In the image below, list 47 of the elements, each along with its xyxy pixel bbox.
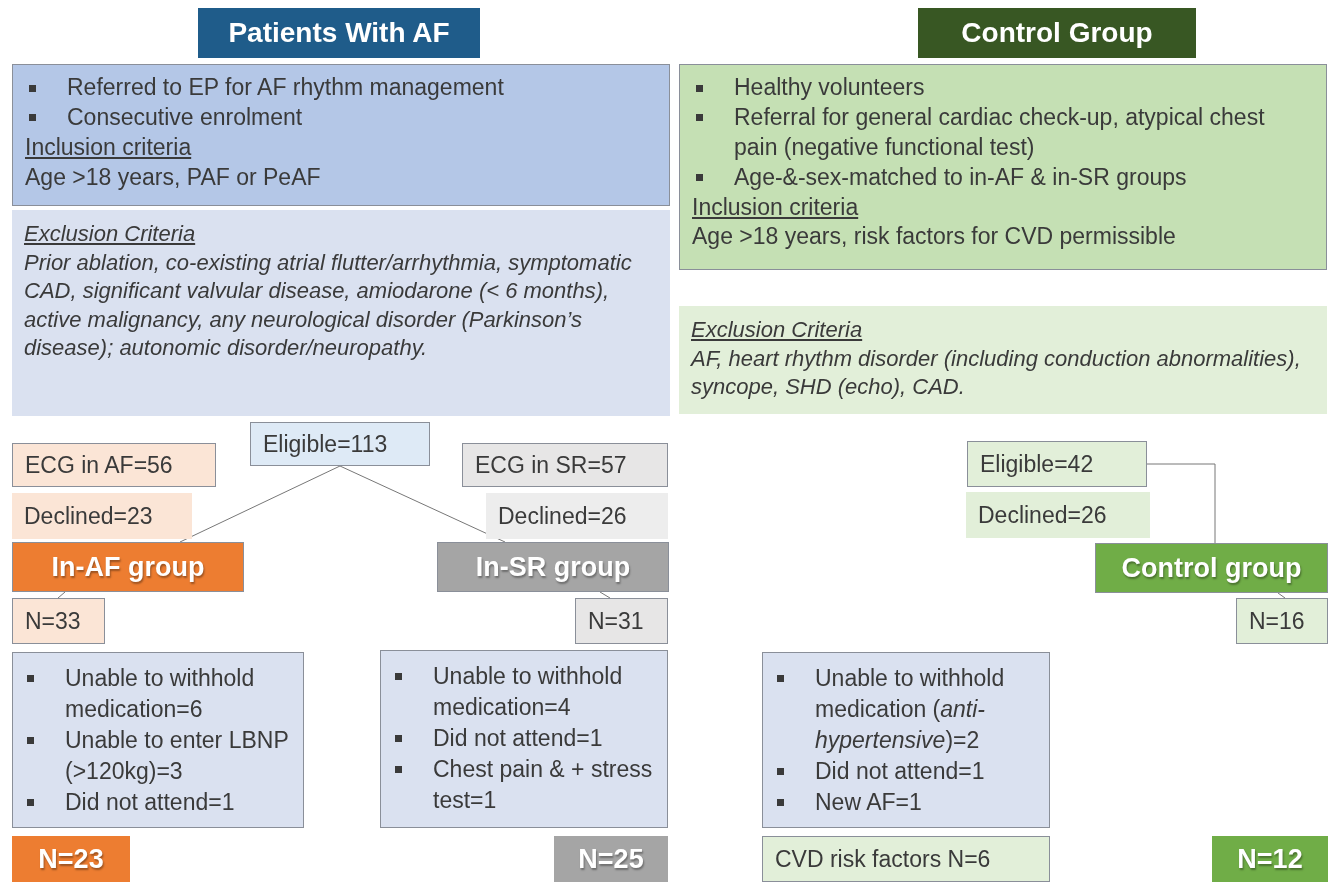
count-box: ECG in AF=56 [12, 443, 216, 487]
bullet-item: Referral for general cardiac check-up, atypical chest pain (negative functional test) [692, 102, 1314, 163]
count-box: N=16 [1236, 598, 1328, 644]
count-box: Declined=23 [12, 493, 192, 539]
bullet-item: Age-&-sex-matched to in-AF & in-SR groups [692, 162, 1314, 193]
bullet-item: Unable to withhold medication=4 [391, 661, 657, 724]
count-box: Eligible=113 [250, 422, 430, 466]
bullet-item: Unable to enter LBNP (>120kg)=3 [23, 725, 293, 788]
body-text: Age >18 years, risk factors for CVD permissible [692, 222, 1177, 252]
group-header: Patients With AF [198, 8, 480, 58]
connector-line [599, 591, 611, 599]
bullet-item: Consecutive enrolment [25, 102, 657, 133]
connector-line [57, 591, 66, 599]
count-box: N=33 [12, 598, 105, 644]
count-box: Declined=26 [486, 493, 668, 539]
section-heading: Exclusion Criteria [24, 220, 197, 248]
count-box: CVD risk factors N=6 [762, 836, 1050, 882]
count-box: Declined=26 [966, 492, 1150, 538]
body-text: Prior ablation, co-existing atrial flutter/arrhythmia, symptomatic CAD, significant valvular disease, amiodarone (< 6 months), active malignancy, any neurological disorder (Parkinson’s disease); autonomic disorder/neuropathy. [24, 248, 633, 363]
count-box: N=31 [575, 598, 668, 644]
group-box: In-SR group [437, 542, 669, 592]
group-box: Control group [1095, 543, 1328, 593]
connector-line [339, 465, 506, 543]
count-box: Eligible=42 [967, 441, 1147, 487]
bullet-item: Healthy volunteers [692, 73, 1314, 103]
group-box: N=23 [12, 836, 130, 882]
bullet-item: New AF=1 [773, 787, 1039, 819]
group-box: N=25 [554, 836, 668, 882]
group-box: In-AF group [12, 542, 244, 592]
count-box: ECG in SR=57 [462, 443, 668, 487]
bullet-item: Did not attend=1 [773, 756, 1039, 788]
section-heading: Inclusion criteria [25, 132, 193, 162]
group-header: Control Group [918, 8, 1196, 58]
body-text: Age >18 years, PAF or PeAF [25, 162, 322, 192]
bullet-item: Referred to EP for AF rhythm management [25, 73, 657, 103]
bullet-item: Chest pain & + stress test=1 [391, 754, 657, 817]
body-text: AF, heart rhythm disorder (including conduction abnormalities), syncope, SHD (echo), CAD. [691, 344, 1302, 402]
section-heading: Exclusion Criteria [691, 316, 864, 344]
bullet-item: Did not attend=1 [23, 787, 293, 819]
group-box: N=12 [1212, 836, 1328, 882]
bullet-item: Unable to withhold medication=6 [23, 663, 293, 726]
bullet-item: Did not attend=1 [391, 723, 657, 755]
section-heading: Inclusion criteria [692, 192, 860, 222]
connector-line [1277, 592, 1286, 599]
bullet-item: Unable to withhold medication (anti-hypertensive)=2 [773, 663, 1039, 757]
connector-line [179, 465, 341, 543]
connector-line [1146, 463, 1216, 544]
